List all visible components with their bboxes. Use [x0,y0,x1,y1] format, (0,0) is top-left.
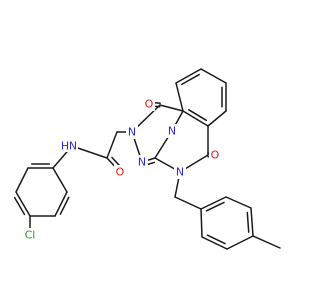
atom-label-n-triazole-low: N [138,156,146,169]
atom-n-triazole-low: N [136,155,148,169]
atom-label-o-amide: O [116,166,125,179]
bond-t3-t4-inner [246,211,250,233]
molecule-diagram: H N O O N N N N [13,68,281,250]
bond-p3-p4 [15,191,31,217]
bond-b2-b3 [200,68,227,84]
bond-bc-t1 [174,196,202,210]
atom-cl: Cl [22,228,39,242]
atom-o-quinaz: O [209,148,221,162]
atom-n4: N [174,165,186,179]
bond-t5-t6 [201,236,228,250]
bond-c4a-b1 [207,110,227,127]
bond-p5-p6 [54,191,68,217]
atom-label-n4: N [176,166,184,179]
bond-c1-c8a [159,104,184,112]
bond-p2-p3 [15,167,29,193]
bond-t1-t2 [200,196,227,210]
atom-label-nh-n: N [69,140,77,153]
bond-t5-t6-inner [206,234,226,245]
atom-label-cl: Cl [25,229,36,242]
bond-t6-t1 [200,208,203,238]
bond-t4-me [252,235,281,249]
atom-n-bridge: N [166,124,178,138]
atom-label-n2: N [128,126,136,139]
atom-o-triazole: O [143,97,155,111]
bond-t2-t3 [225,196,252,209]
bond-b4-c8a [175,82,184,112]
atom-n2: N [126,125,138,139]
bond-t1-t2-inner [205,201,225,212]
atom-label-o-quinaz: O [211,149,220,162]
atom-label-n-bridge: N [168,125,176,138]
bond-t3-t4 [250,207,254,237]
bond-p6-p1 [52,167,68,193]
atom-o-amide: O [114,165,126,179]
atom-label-o-triazole: O [145,98,154,111]
bond-t4-t5 [226,235,254,250]
bond-p3-p4-inner [13,196,26,216]
bond-c4a-c8a [182,110,209,127]
atom-label-nh-h: H [61,140,69,153]
atom-nh: H N [59,138,78,153]
bond-ch2a-ca [106,131,118,159]
bond-p5-p6-inner [59,196,70,215]
atom-label-layer: H N O O N N N N [22,97,221,242]
bond-c4a-c8a-inner [188,109,208,122]
bond-b3-b4 [175,68,202,84]
bond-b3-b4-inner [180,73,200,86]
